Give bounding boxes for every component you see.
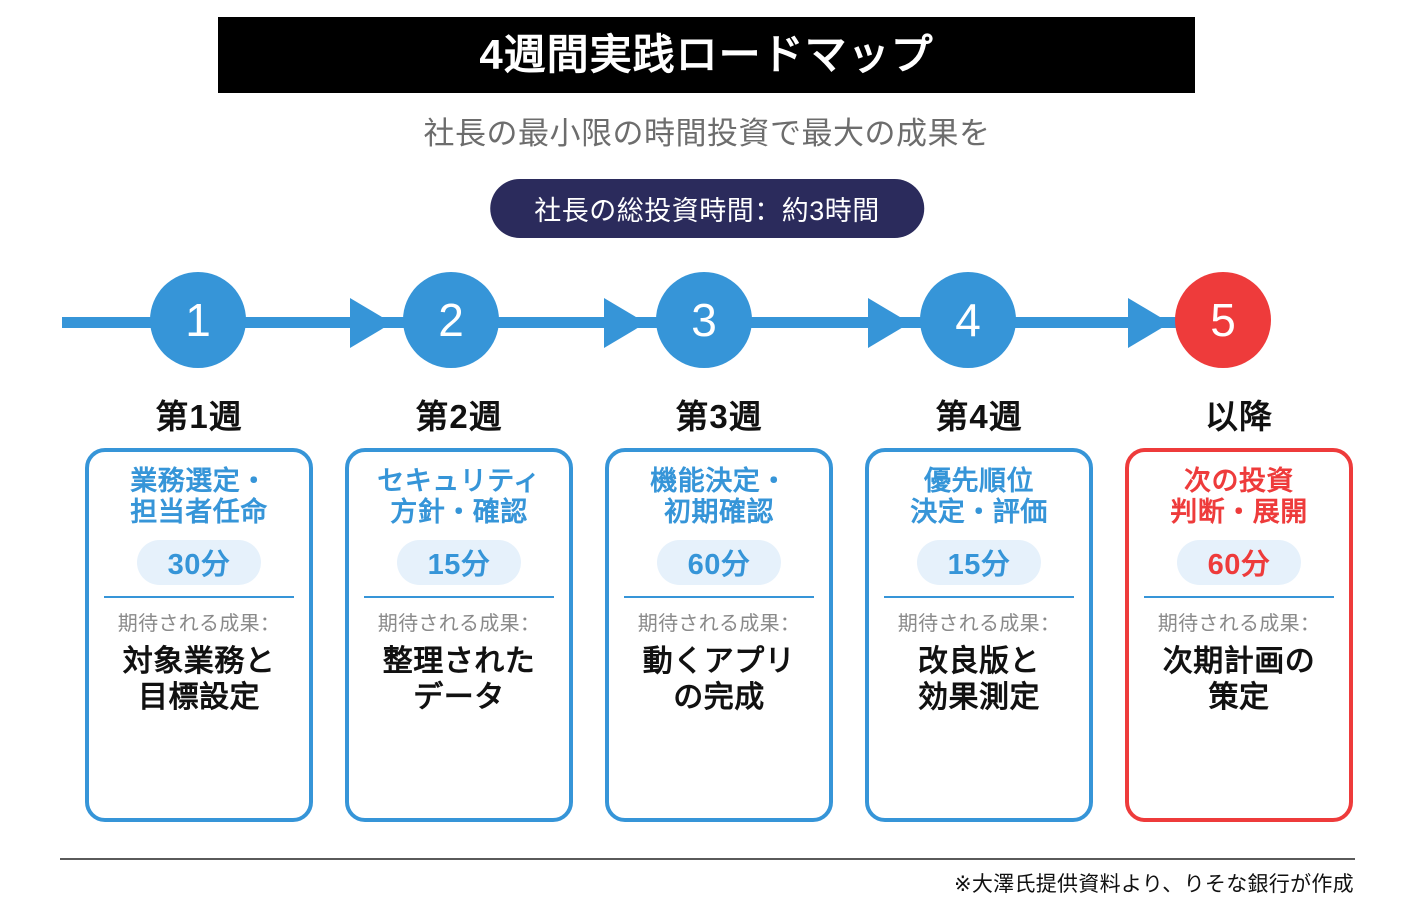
week-card-5-outcome-label: 期待される成果：	[1157, 612, 1321, 635]
week-card-2-outcome: 整理された データ	[383, 644, 536, 716]
timeline-step-2[interactable]: 2	[403, 272, 499, 368]
week-card-2-outcome-line1: 整理された	[382, 644, 536, 678]
week-card-2[interactable]: セキュリティ 方針・確認 15分 期待される成果： 整理された データ	[345, 448, 573, 822]
week-card-4-title: 優先順位 決定・評価	[910, 466, 1048, 529]
week-card-2-outcome-label: 期待される成果：	[377, 612, 541, 635]
week-card-4-outcome: 改良版と 効果測定	[918, 644, 1040, 716]
week-card-1-divider	[104, 595, 294, 598]
timeline-arrow-icon-4	[1128, 298, 1170, 348]
week-card-1-title: 業務選定・ 担当者任命	[130, 466, 268, 529]
week-card-1-outcome-label: 期待される成果：	[117, 612, 281, 635]
total-time-badge-label: 社長の総投資時間：約3時間	[534, 196, 880, 226]
week-card-4-outcome-line2: 効果測定	[918, 680, 1040, 714]
week-card-3-outcome: 動くアプリ の完成	[643, 644, 796, 716]
week-card-4-title-line1: 優先順位	[924, 466, 1034, 496]
total-time-badge: 社長の総投資時間：約3時間	[490, 179, 924, 238]
week-card-4[interactable]: 優先順位 決定・評価 15分 期待される成果： 改良版と 効果測定	[865, 448, 1093, 822]
timeline-arrow-icon-3	[868, 298, 910, 348]
week-card-3-divider	[624, 595, 814, 598]
timeline-step-1-number: 1	[185, 294, 211, 346]
week-card-5-outcome-line1: 次期計画の	[1162, 644, 1316, 678]
week-card-1-outcome-line2: 目標設定	[138, 680, 260, 714]
week-card-5[interactable]: 次の投資 判断・展開 60分 期待される成果： 次期計画の 策定	[1125, 448, 1353, 822]
week-card-2-outcome-line2: データ	[413, 680, 505, 714]
week-card-5-title-line2: 判断・展開	[1170, 497, 1308, 528]
week-card-2-divider	[364, 595, 554, 598]
week-card-3[interactable]: 機能決定・ 初期確認 60分 期待される成果： 動くアプリ の完成	[605, 448, 833, 822]
week-card-1[interactable]: 業務選定・ 担当者任命 30分 期待される成果： 対象業務と 目標設定	[85, 448, 313, 822]
page-title: 4週間実践ロードマップ	[479, 31, 934, 78]
week-card-1-duration: 30分	[137, 539, 261, 585]
week-card-5-title-line1: 次の投資	[1184, 466, 1294, 496]
week-card-2-duration: 15分	[397, 539, 521, 585]
timeline-step-5[interactable]: 5	[1175, 272, 1271, 368]
week-label-1: 第1週	[155, 398, 243, 435]
week-card-4-duration: 15分	[917, 539, 1041, 585]
week-card-3-duration: 60分	[657, 539, 781, 585]
page-subtitle: 社長の最小限の時間投資で最大の成果を	[423, 116, 991, 151]
week-card-4-outcome-line1: 改良版と	[918, 644, 1040, 678]
week-card-2-title: セキュリティ 方針・確認	[377, 466, 540, 529]
week-card-3-title: 機能決定・ 初期確認	[650, 466, 788, 529]
timeline-step-3[interactable]: 3	[656, 272, 752, 368]
timeline-step-3-number: 3	[691, 294, 717, 346]
week-card-5-outcome: 次期計画の 策定	[1163, 644, 1316, 716]
timeline-step-2-number: 2	[438, 294, 464, 346]
week-card-1-title-line1: 業務選定・	[130, 466, 268, 496]
timeline-step-5-number: 5	[1210, 294, 1236, 346]
week-card-1-outcome: 対象業務と 目標設定	[123, 644, 276, 716]
week-label-5: 以降	[1205, 398, 1273, 435]
timeline-step-1[interactable]: 1	[150, 272, 246, 368]
week-card-4-title-line2: 決定・評価	[910, 497, 1048, 528]
week-card-5-divider	[1144, 595, 1334, 598]
week-card-1-outcome-line1: 対象業務と	[122, 644, 276, 678]
timeline-step-4[interactable]: 4	[920, 272, 1016, 368]
week-card-2-title-line1: セキュリティ	[377, 466, 541, 496]
week-card-3-title-line1: 機能決定・	[650, 466, 788, 496]
title-banner: 4週間実践ロードマップ	[218, 17, 1195, 93]
week-label-2: 第2週	[415, 398, 503, 435]
week-card-3-outcome-line1: 動くアプリ	[642, 644, 796, 678]
week-card-1-title-line2: 担当者任命	[130, 497, 268, 528]
week-card-5-outcome-line2: 策定	[1208, 680, 1270, 714]
timeline-arrow-icon-2	[604, 298, 646, 348]
footer-note: ※大澤氏提供資料より、りそな銀行が作成	[953, 873, 1354, 896]
week-card-4-divider	[884, 595, 1074, 598]
week-card-5-title: 次の投資 判断・展開	[1170, 466, 1308, 529]
week-card-3-outcome-label: 期待される成果：	[637, 612, 801, 635]
week-label-3: 第3週	[675, 398, 763, 435]
timeline-step-4-number: 4	[955, 294, 981, 346]
week-card-3-outcome-line2: の完成	[673, 680, 765, 714]
week-card-3-title-line2: 初期確認	[664, 497, 774, 528]
week-card-4-outcome-label: 期待される成果：	[897, 612, 1061, 635]
week-card-2-title-line2: 方針・確認	[390, 497, 528, 528]
timeline: 1 2 3 4 5	[0, 272, 1414, 372]
week-card-5-duration: 60分	[1177, 539, 1301, 585]
week-label-4: 第4週	[935, 398, 1023, 435]
timeline-arrow-icon-1	[350, 298, 392, 348]
footer-divider	[60, 858, 1355, 860]
